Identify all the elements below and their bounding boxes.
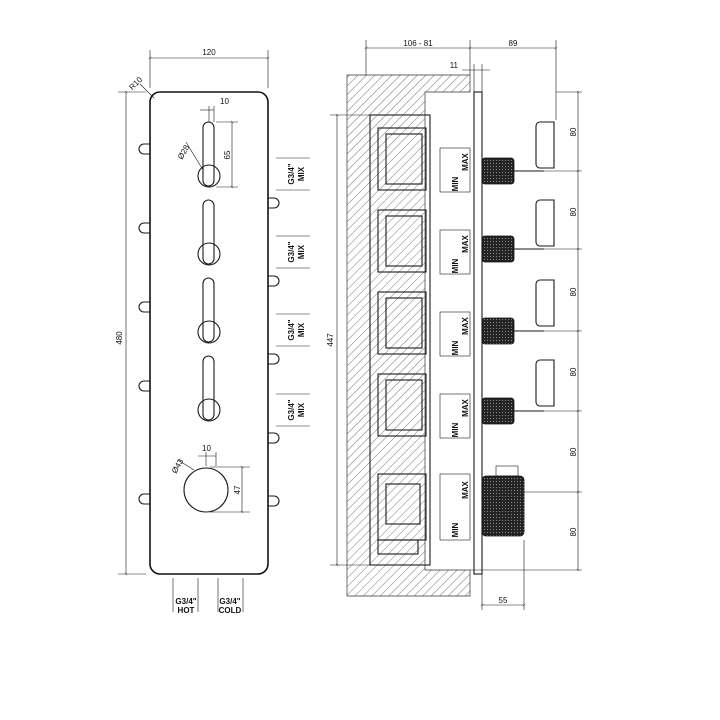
svg-text:MIN: MIN xyxy=(451,340,460,355)
lever-handle-3 xyxy=(197,277,221,344)
knob-offset-dim: 10 xyxy=(202,444,211,453)
front-width-dim: 120 xyxy=(202,48,216,57)
svg-text:MAX: MAX xyxy=(461,480,470,498)
svg-text:80: 80 xyxy=(569,367,578,376)
svg-text:G3/4": G3/4" xyxy=(175,597,196,606)
side-lever-1 xyxy=(481,121,555,185)
svg-text:MAX: MAX xyxy=(461,398,470,416)
lever-handle-1 xyxy=(197,121,221,188)
inlet-cold: G3/4" COLD xyxy=(217,578,244,615)
svg-text:HOT: HOT xyxy=(178,606,195,615)
mounting-lugs-left xyxy=(138,143,150,505)
side-lever-3 xyxy=(481,279,555,345)
svg-text:80: 80 xyxy=(569,207,578,216)
svg-text:MIN: MIN xyxy=(451,176,460,191)
plate-dim: 11 xyxy=(450,61,459,70)
svg-text:MIN: MIN xyxy=(451,522,460,537)
install-depth-zones: MAX MIN MAX MIN MAX MIN MAX MIN MAX MIN xyxy=(439,147,471,541)
side-lever-4 xyxy=(481,359,555,425)
side-view: MAX MIN MAX MIN MAX MIN MAX MIN MAX MIN xyxy=(326,39,582,610)
svg-text:80: 80 xyxy=(569,527,578,536)
side-plate xyxy=(473,91,483,575)
svg-text:MIX: MIX xyxy=(297,244,306,259)
lever-length-dim: 65 xyxy=(223,150,232,159)
side-lever-2 xyxy=(481,199,555,263)
knob-height-dim: 47 xyxy=(233,485,242,494)
mounting-lugs-right xyxy=(268,197,280,507)
knob-diameter-dim: Ø43 xyxy=(170,457,186,475)
knob-width-dim: 55 xyxy=(499,596,508,605)
spacing-dims: 80 80 80 80 80 80 xyxy=(470,90,582,572)
lever-handle-2 xyxy=(197,199,221,266)
svg-text:G3/4": G3/4" xyxy=(287,399,296,420)
svg-text:G3/4": G3/4" xyxy=(287,241,296,262)
outlet-4: G3/4" MIX xyxy=(276,393,310,427)
svg-text:G3/4": G3/4" xyxy=(287,163,296,184)
svg-text:MIN: MIN xyxy=(451,422,460,437)
outlet-3: G3/4" MIX xyxy=(276,313,310,347)
depth-dim: 106 - 81 xyxy=(403,39,433,48)
valve-cartridges xyxy=(377,127,427,555)
front-height-dim: 480 xyxy=(115,331,124,345)
svg-text:G3/4": G3/4" xyxy=(219,597,240,606)
svg-text:MIN: MIN xyxy=(451,258,460,273)
svg-text:MIX: MIX xyxy=(297,322,306,337)
svg-text:MAX: MAX xyxy=(461,234,470,252)
lever-diameter-dim: Ø28 xyxy=(176,143,192,161)
front-plate xyxy=(149,91,269,575)
side-height-dim: 447 xyxy=(326,333,335,347)
inlet-hot: G3/4" HOT xyxy=(172,578,199,615)
thermostat-knob xyxy=(183,467,229,513)
svg-text:MAX: MAX xyxy=(461,152,470,170)
lever-offset-dim: 10 xyxy=(220,97,229,106)
outlet-2: G3/4" MIX xyxy=(276,235,310,269)
protrusion-dim: 89 xyxy=(509,39,518,48)
front-view: 120 R10 480 xyxy=(115,48,310,615)
svg-text:MIX: MIX xyxy=(297,166,306,181)
svg-text:COLD: COLD xyxy=(219,606,242,615)
lever-handle-4 xyxy=(197,355,221,422)
wall-section xyxy=(346,74,471,597)
outlet-1: G3/4" MIX xyxy=(276,157,310,191)
side-thermostat-knob xyxy=(481,465,525,537)
svg-text:MAX: MAX xyxy=(461,316,470,334)
svg-text:G3/4": G3/4" xyxy=(287,319,296,340)
svg-text:MIX: MIX xyxy=(297,402,306,417)
svg-text:80: 80 xyxy=(569,287,578,296)
svg-text:80: 80 xyxy=(569,127,578,136)
svg-text:80: 80 xyxy=(569,447,578,456)
corner-radius-dim: R10 xyxy=(127,75,144,92)
